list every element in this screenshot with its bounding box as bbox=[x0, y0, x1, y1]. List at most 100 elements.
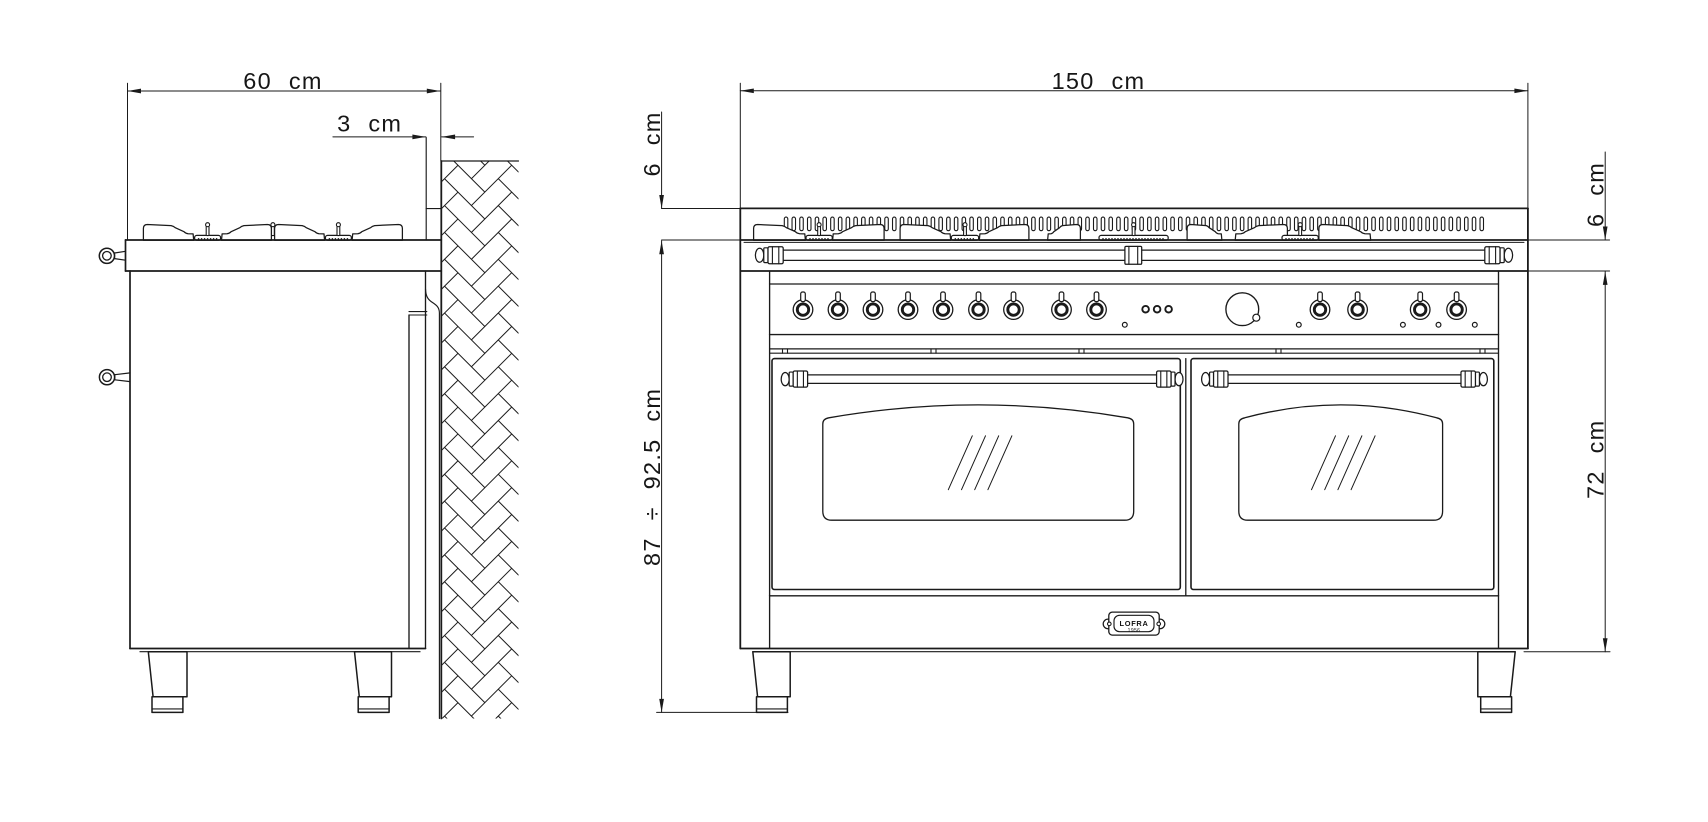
vent-slot bbox=[1448, 216, 1454, 232]
vent-slot bbox=[969, 216, 974, 232]
knob-ring bbox=[935, 302, 951, 317]
knob-stem bbox=[940, 291, 946, 303]
foot-cap bbox=[151, 696, 184, 714]
knob-stem bbox=[870, 291, 876, 303]
knob-ring bbox=[971, 302, 986, 317]
knob-ring bbox=[795, 302, 811, 317]
dimension-arrowhead bbox=[426, 88, 441, 94]
rail-center-bracket bbox=[1124, 245, 1143, 265]
rail-end-ring bbox=[98, 247, 116, 265]
badge-inner-frame bbox=[1113, 614, 1155, 633]
dimension-lines bbox=[127, 82, 1611, 713]
rail-right-cap-collar bbox=[1499, 247, 1505, 264]
dimension-arrowhead bbox=[1602, 638, 1608, 652]
indicator-light bbox=[1471, 321, 1478, 328]
vent-slot bbox=[1224, 216, 1229, 232]
vent-slot bbox=[1085, 216, 1090, 232]
dimension-arrowhead bbox=[1602, 226, 1608, 240]
vent-slot bbox=[1170, 216, 1175, 232]
knob-ring bbox=[1312, 302, 1328, 317]
vent-slot bbox=[1417, 216, 1423, 232]
dimension-arrowhead bbox=[659, 195, 664, 209]
foot-cap bbox=[357, 696, 390, 714]
badge-left-screw bbox=[1106, 621, 1112, 627]
pan-support-wing bbox=[142, 223, 195, 241]
selector-ring bbox=[1141, 304, 1150, 314]
dimension-arrowhead bbox=[127, 88, 141, 94]
knob-ring bbox=[1089, 302, 1104, 317]
vent-slot bbox=[1378, 216, 1384, 232]
vent-slot bbox=[938, 216, 943, 232]
knob-stem bbox=[1093, 291, 1100, 303]
thermocouple-pin bbox=[336, 225, 341, 237]
vent-slot bbox=[884, 216, 889, 232]
vent-slot bbox=[984, 216, 990, 232]
vent-slot bbox=[1440, 216, 1446, 232]
knob-ring bbox=[865, 302, 881, 317]
dim-wall-clearance-label: 3 cm bbox=[337, 111, 402, 137]
vent-slot bbox=[806, 216, 812, 232]
pan-support-wing bbox=[273, 223, 326, 241]
dim-depth-label: 60 cm bbox=[243, 68, 323, 94]
vent-slot bbox=[1355, 216, 1361, 232]
vent-slot bbox=[946, 216, 951, 232]
rail-right-cap-end-knob bbox=[1503, 247, 1514, 263]
vent-slot bbox=[1479, 216, 1485, 232]
dimension-arrowhead bbox=[1514, 88, 1528, 94]
timer-knob bbox=[1252, 313, 1261, 322]
vent-slot bbox=[1123, 216, 1129, 232]
vent-slot bbox=[1162, 216, 1168, 232]
knob-stem bbox=[1354, 291, 1361, 303]
dim-height-adjustable-label: 87 ÷ 92.5 cm bbox=[639, 388, 665, 566]
knob-stem bbox=[835, 291, 841, 303]
foot-upper bbox=[147, 650, 188, 698]
handle-left-cap-end-knob bbox=[780, 371, 790, 387]
vent-slot bbox=[837, 216, 843, 232]
vent-slot bbox=[1108, 216, 1114, 232]
vent-slot bbox=[1371, 216, 1376, 232]
pan-support-wing bbox=[220, 223, 273, 241]
vent-slot bbox=[1471, 216, 1477, 232]
foot-cap bbox=[755, 696, 789, 714]
vent-slot bbox=[1046, 216, 1052, 232]
vent-slot bbox=[1038, 216, 1044, 232]
vent-slot bbox=[1386, 216, 1392, 232]
dimension-arrowhead bbox=[659, 240, 664, 255]
knob-ring bbox=[1350, 302, 1365, 317]
glass-reflection-line bbox=[987, 435, 1013, 491]
foot-cap bbox=[1479, 696, 1513, 714]
handle-right-cap-end-knob bbox=[1478, 371, 1489, 387]
handle-left-cap-end-knob bbox=[1174, 371, 1184, 387]
vent-slot bbox=[791, 216, 797, 232]
knob-ring bbox=[900, 302, 916, 317]
glass-reflection-line bbox=[947, 435, 973, 491]
glass-reflection-line bbox=[1311, 435, 1336, 491]
dimension-labels: 60 cm 3 cm 150 cm 6 cm 87 ÷ 92.5 cm 6 cm… bbox=[243, 68, 1608, 566]
igniter-tip bbox=[205, 222, 211, 228]
vent-slot bbox=[822, 216, 828, 232]
vent-slot bbox=[1239, 216, 1245, 232]
badge-right-screw bbox=[1156, 621, 1162, 627]
pan-support-wing bbox=[978, 223, 1030, 241]
vent-slot bbox=[1031, 216, 1036, 232]
rear-flue-duct bbox=[424, 288, 440, 720]
vent-slot bbox=[1116, 216, 1121, 232]
vent-slot bbox=[953, 216, 959, 232]
vent-slot bbox=[1286, 216, 1291, 232]
pan-support-wing bbox=[831, 223, 885, 241]
vent-slot bbox=[830, 216, 835, 232]
knob-ring bbox=[830, 302, 846, 317]
vent-slot bbox=[1394, 216, 1400, 232]
foot-upper bbox=[1477, 650, 1516, 698]
knob-ring bbox=[1054, 302, 1069, 317]
igniter-tip bbox=[1131, 222, 1137, 228]
vent-slot bbox=[1309, 216, 1314, 232]
pan-support-wing bbox=[1234, 223, 1289, 241]
glass-reflection-line bbox=[1337, 435, 1363, 491]
rail-end-ring-inner bbox=[101, 250, 112, 261]
thermocouple-pin bbox=[1298, 225, 1303, 237]
badge-brand-text: LOFRA bbox=[1120, 619, 1149, 628]
pan-support-wing bbox=[899, 223, 952, 241]
